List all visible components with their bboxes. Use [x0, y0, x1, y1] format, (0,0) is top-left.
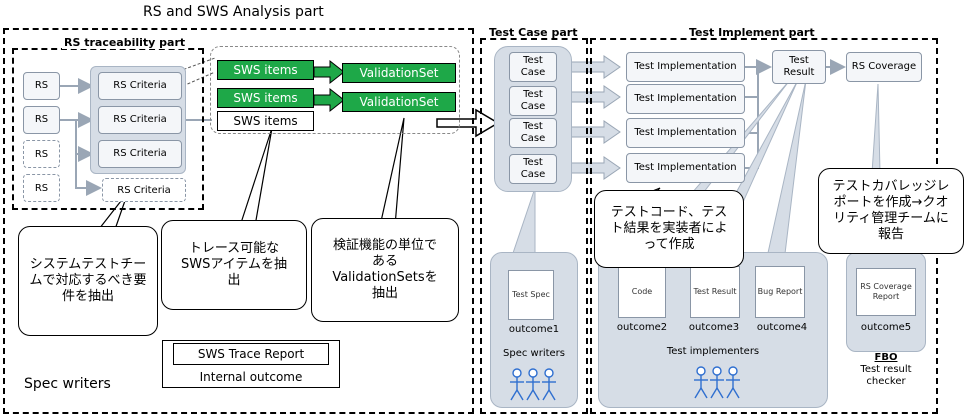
test-case-node: Test Case — [509, 154, 557, 184]
rs-node-excluded: RS — [23, 140, 60, 168]
sws-items-group — [210, 46, 460, 134]
callout-test-code: テストコード、テスト結果を実装者によって作成 — [594, 190, 744, 268]
rs-criteria-node-excluded: RS Criteria — [102, 178, 186, 202]
bug-report-document: Bug Report — [755, 266, 805, 318]
rs-node: RS — [23, 72, 60, 100]
rs-node: RS — [23, 106, 60, 134]
outcome-label: outcome1 — [508, 324, 560, 335]
case-to-impl-arrows — [565, 55, 621, 180]
callout-traceable-text: トレース可能なSWSアイテムを抽出 — [180, 241, 288, 288]
validation-set-box: ValidationSet — [342, 92, 456, 112]
sws-items-box: SWS items — [217, 60, 314, 80]
outcome-label: outcome4 — [756, 322, 808, 333]
outcome-label: outcome3 — [688, 322, 740, 333]
rs-traceability-title: RS traceability part — [62, 36, 188, 49]
callout-system-test-text: システムテストチームで対応するべき要件を抽出 — [29, 257, 147, 304]
callout-coverage-text: テストカバレッジレポートを作成→クオリティ管理チームに報告 — [832, 179, 950, 242]
test-implementation-node: Test Implementation — [626, 52, 745, 82]
outcome-label: outcome5 — [860, 322, 912, 333]
sws-to-validation-arrows — [313, 59, 345, 113]
diagram-title: RS and SWS Analysis part — [143, 4, 324, 20]
test-case-part-frame — [480, 38, 588, 414]
test-result-node: Test Result — [772, 50, 826, 84]
test-case-node: Test Case — [509, 52, 557, 82]
spec-writers-label-left: Spec writers — [24, 376, 111, 392]
test-implementation-node: Test Implementation — [626, 153, 745, 183]
role-label: Test implementers — [666, 346, 760, 357]
test-case-node: Test Case — [509, 86, 557, 116]
analysis-part-frame — [3, 28, 474, 414]
rs-coverage-node: RS Coverage — [846, 52, 922, 82]
code-document: Code — [618, 266, 666, 318]
callout-coverage: テストカバレッジレポートを作成→クオリティ管理チームに報告 — [818, 168, 964, 254]
role-label: Spec writers — [503, 348, 565, 359]
rs-criteria-node: RS Criteria — [98, 72, 182, 100]
validation-set-box: ValidationSet — [342, 63, 456, 83]
rs-criteria-node: RS Criteria — [98, 140, 182, 168]
outcome-label: outcome2 — [616, 322, 668, 333]
internal-outcome-label: Internal outcome — [199, 370, 303, 384]
sws-trace-report: SWS Trace Report — [173, 343, 329, 365]
test-result-document: Test Result — [690, 266, 740, 318]
callout-traceable: トレース可能なSWSアイテムを抽出 — [161, 220, 307, 310]
test-case-part-title: Test Case part — [489, 26, 578, 39]
test-implement-part-title: Test Implement part — [689, 26, 815, 39]
callout-validation-text: 検証機能の単位であるValidationSetsを抽出 — [332, 238, 438, 301]
test-case-node: Test Case — [509, 118, 557, 148]
rs-coverage-report-document: RS Coverage Report — [856, 268, 916, 316]
sws-items-box: SWS items — [217, 88, 314, 108]
callout-system-test: システムテストチームで対応するべき要件を抽出 — [18, 226, 158, 336]
spec-writers-people-icon — [510, 368, 556, 401]
rs-node-excluded: RS — [23, 174, 60, 202]
test-spec-document: Test Spec — [508, 270, 554, 320]
fbo-label: FBO — [874, 352, 898, 363]
rs-criteria-node: RS Criteria — [98, 106, 182, 134]
analysis-to-testcase-arrow — [436, 108, 500, 138]
sws-items-box-unused: SWS items — [217, 111, 314, 131]
rs-traceability-frame — [12, 48, 204, 210]
callout-validation: 検証機能の単位であるValidationSetsを抽出 — [311, 218, 459, 322]
test-implementers-people-icon — [694, 366, 740, 399]
callout-test-code-text: テストコード、テスト結果を実装者によって作成 — [610, 205, 728, 252]
test-implementation-node: Test Implementation — [626, 118, 745, 148]
test-result-checker-label: Test result checker — [860, 364, 912, 387]
test-implementation-node: Test Implementation — [626, 84, 745, 114]
rs-links — [60, 78, 212, 196]
